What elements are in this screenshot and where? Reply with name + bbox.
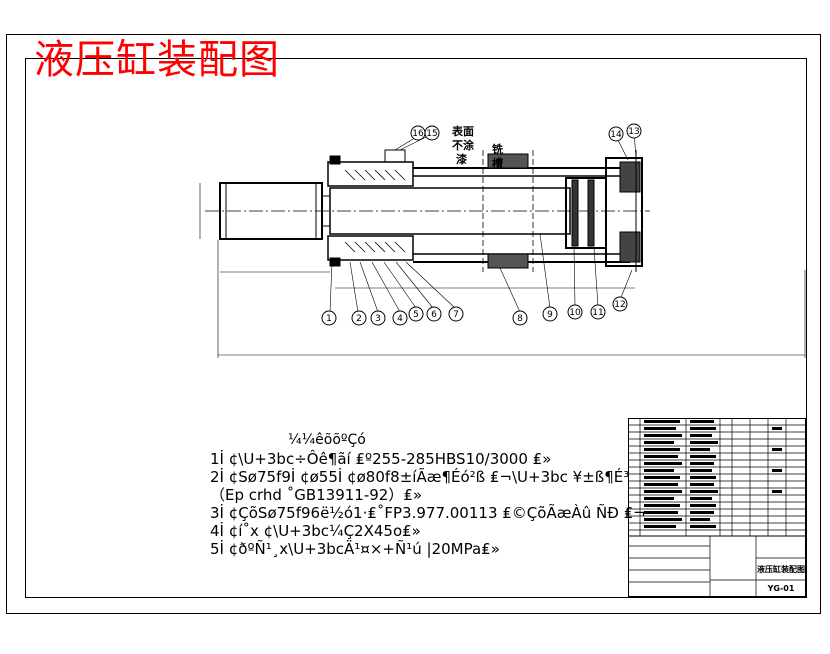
note-line-4: 3İ ¢ÇõSø75f96ë½ó1·₤˚FP3.977.00113 ₤©ÇõÃæ… [210,504,646,522]
mount-lug-top [487,153,529,169]
callout-9: 9 [542,306,558,322]
callout-7: 7 [448,306,464,322]
title-block-drawing-number: YG-01 [767,584,795,593]
callout-1: 1 [321,310,337,326]
callout-label: 10 [569,308,581,318]
surface-note-line2: 不涂 [452,138,475,152]
callout-label: 6 [431,310,437,320]
callout-8: 8 [512,310,528,326]
callout-label: 7 [453,310,459,320]
surface-note-line3: 漆 [456,152,467,166]
callout-label: 4 [397,314,403,324]
callout-label: 16 [412,129,424,139]
note-line-1: 1İ ¢\U+3bc÷Ôê¶ãí ₤º255-285HBS10/3000 ₤» [210,450,552,468]
note-line-5: 4İ ¢í˚x ¢\U+3bc¼Ç2X45o₤» [210,522,421,540]
callout-label: 5 [413,310,419,320]
callout-label: 3 [375,314,381,324]
surface-note-line1: 表面 [451,124,474,138]
callout-13: 13 [626,123,642,139]
callout-label: 14 [610,130,622,140]
mount-lug-bottom [487,253,529,269]
rear-end-cap [605,157,643,267]
callout-label: 15 [426,129,437,139]
callout-label: 1 [326,314,332,324]
callout-label: 11 [592,308,603,318]
callout-label: 12 [614,300,625,310]
cast-note-line2: 槽 [492,156,503,170]
callout-4: 4 [392,310,408,326]
callout-2: 2 [351,310,367,326]
callout-16: 16 [410,125,426,141]
callout-6: 6 [426,306,442,322]
front-gland-lower [327,235,414,261]
parts-list-and-title-block: 液压缸装配图 YG-01 [628,418,806,597]
callout-label: 9 [547,310,553,320]
note-line-6: 5İ ¢ðºÑ¹¸x\U+3bcÄ¹¤×+Ñ¹ú |20MPa₤» [210,540,500,558]
cast-note-line1: 铣 [492,142,503,156]
callout-3: 3 [370,310,386,326]
callout-12: 12 [612,296,628,312]
drawing-title: 液压缸装配图 [34,37,280,83]
callout-11: 11 [590,304,606,320]
drawing-sheet-inner-border [25,58,807,598]
note-line-3: （Ep crhd ˚GB13911-92）₤» [210,486,423,504]
title-block-drawing-name: 液压缸装配图 [757,564,805,574]
callout-15: 15 [424,125,440,141]
callout-label: 8 [517,314,523,324]
callout-10: 10 [567,304,583,320]
callout-label: 13 [628,127,639,137]
drawing-sheet-outer-border [6,34,821,614]
parts-list-grid: 液压缸装配图 YG-01 [628,418,806,597]
callout-label: 2 [356,314,362,324]
front-gland [327,161,414,187]
note-line-2: 2İ ¢Sø75f9İ ¢ø55İ ¢ø80f8±íÃæ¶Éó²ß ₤¬\U+3… [210,468,630,486]
callout-14: 14 [608,126,624,142]
technical-requirements: ¼¼êõõºÇó 1İ ¢\U+3bc÷Ôê¶ãí ₤º255-285HBS10… [210,432,646,558]
callout-5: 5 [408,306,424,322]
notes-heading: ¼¼êõõºÇó [288,432,366,448]
